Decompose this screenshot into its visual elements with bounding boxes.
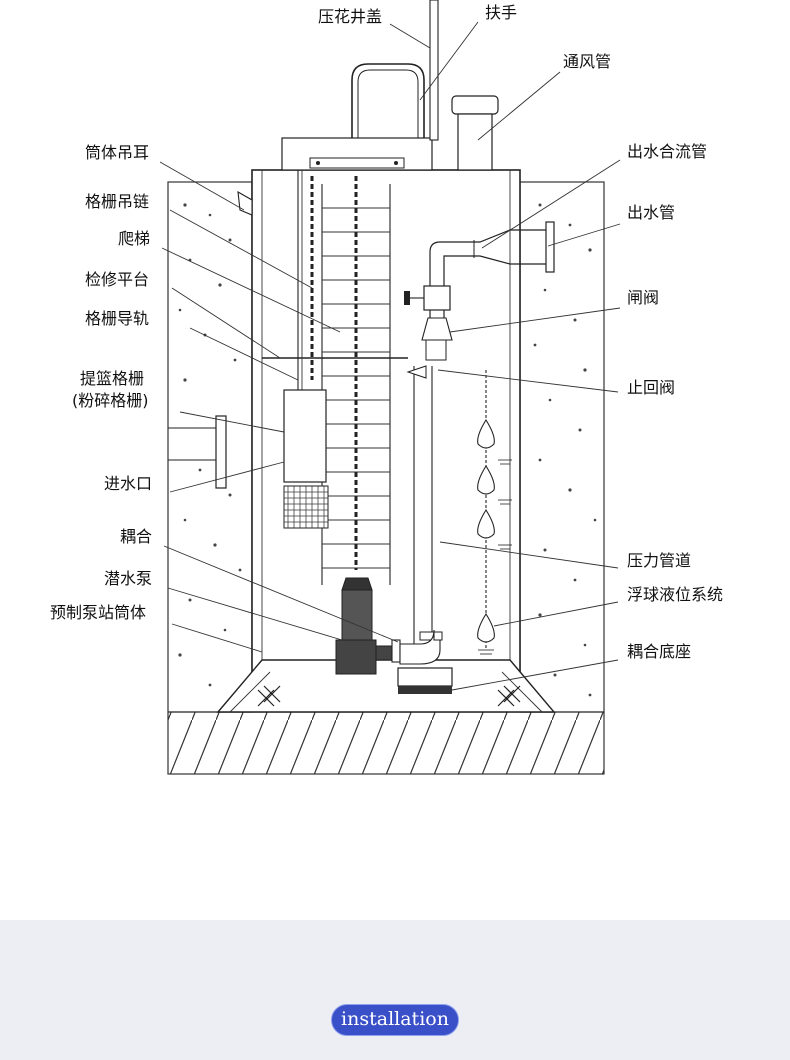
leader-lines xyxy=(159,21,621,691)
vent-pipe xyxy=(451,95,499,171)
station-shell xyxy=(216,169,556,713)
label-check-valve: 止回阀 xyxy=(627,378,675,397)
label-coupling-base: 耦合底座 xyxy=(627,642,691,661)
gate-valve xyxy=(404,285,453,341)
float-system xyxy=(477,370,512,655)
label-lifting-lug: 筒体吊耳 xyxy=(85,143,149,162)
coupling xyxy=(391,629,441,665)
label-inlet: 进水口 xyxy=(104,474,152,493)
label-manhole-cover: 压花井盖 xyxy=(318,7,382,26)
label-pressure-pipe: 压力管道 xyxy=(627,551,691,570)
labels: 压花井盖 扶手 通风管 筒体吊耳 格栅吊链 出水合流管 爬梯 出水管 检修平台 … xyxy=(50,3,723,661)
label-coupling: 耦合 xyxy=(120,527,152,546)
manhole-cover xyxy=(281,137,433,171)
installation-button[interactable]: installation xyxy=(331,1004,459,1036)
grille-chain xyxy=(310,176,358,570)
footer-band xyxy=(0,920,790,1060)
lifting-lug xyxy=(237,190,253,216)
pressure-pipe xyxy=(406,339,447,645)
inlet-pipe xyxy=(168,415,227,489)
submersible-pump xyxy=(335,577,393,675)
label-grille-chain: 格栅吊链 xyxy=(85,192,149,211)
label-sub-pump: 潜水泵 xyxy=(104,569,152,588)
label-float-system: 浮球液位系统 xyxy=(627,585,723,604)
pump-station-diagram: 压花井盖 扶手 通风管 筒体吊耳 格栅吊链 出水合流管 爬梯 出水管 检修平台 … xyxy=(50,0,724,775)
label-merge-outlet: 出水合流管 xyxy=(627,142,707,161)
label-grille-rail: 格栅导轨 xyxy=(85,309,149,328)
label-station-shell: 预制泵站筒体 xyxy=(50,603,146,622)
label-vent-pipe: 通风管 xyxy=(563,52,611,71)
label-platform: 检修平台 xyxy=(85,270,149,289)
basket-grille xyxy=(283,389,329,529)
outlet-pipes xyxy=(429,221,555,340)
label-outlet-pipe: 出水管 xyxy=(627,203,675,222)
handrail xyxy=(351,63,425,138)
label-gate-valve: 闸阀 xyxy=(627,288,659,307)
label-handrail: 扶手 xyxy=(485,3,517,22)
foundation-slab xyxy=(167,711,605,775)
coupling-base xyxy=(397,667,453,694)
label-ladder: 爬梯 xyxy=(118,229,150,248)
label-crush-grille: (粉碎格栅) xyxy=(72,391,149,410)
label-basket-grille: 提篮格栅 xyxy=(80,369,144,388)
